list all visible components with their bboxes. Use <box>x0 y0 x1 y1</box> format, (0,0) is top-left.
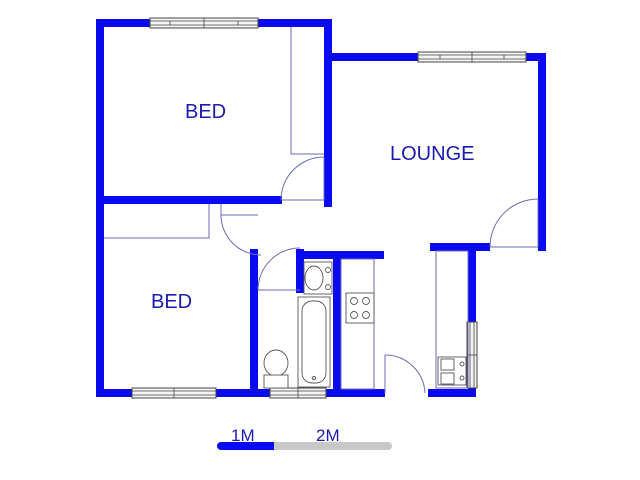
window-kitchen-east <box>466 321 478 389</box>
stove <box>345 292 375 324</box>
toilet <box>263 349 289 389</box>
west-wall <box>96 19 104 397</box>
bath-north-wall <box>304 251 384 259</box>
lounge-south-wall <box>430 243 490 251</box>
south-wall-west <box>96 389 385 397</box>
bath-east-wall <box>333 251 341 397</box>
kitchen-east-wall <box>468 243 476 397</box>
bed-divider-wall <box>96 196 282 204</box>
door-lounge-east <box>489 198 539 248</box>
window-bed1-north <box>149 17 259 29</box>
door-bed2 <box>220 204 262 256</box>
room-label-lounge: LOUNGE <box>390 143 474 165</box>
scale-bar: 1M 2M <box>217 426 392 450</box>
door-bathroom <box>257 247 301 291</box>
cupboard-bed1 <box>290 27 324 155</box>
door-bed1 <box>280 156 325 201</box>
door-kitchen-south <box>384 354 426 394</box>
bed2-east-wall <box>250 249 258 397</box>
kitchen-sink <box>437 356 467 386</box>
bed1-east-wall <box>324 19 332 207</box>
room-label-bed-1: BED <box>185 101 226 123</box>
scale-label-2m: 2M <box>316 426 340 445</box>
window-bed2-south <box>131 387 217 399</box>
room-label-bed-2: BED <box>151 291 192 313</box>
bath-west-wall <box>296 249 304 293</box>
window-lounge-north <box>417 51 527 63</box>
bathtub <box>297 296 331 388</box>
window-bath-south <box>269 387 327 399</box>
south-wall-east <box>428 389 476 397</box>
lounge-east-wall <box>538 53 546 251</box>
basin <box>303 261 333 295</box>
scale-label-1m: 1M <box>231 426 255 445</box>
kitchen-counter <box>340 250 469 390</box>
cupboard-bed2 <box>104 204 210 239</box>
